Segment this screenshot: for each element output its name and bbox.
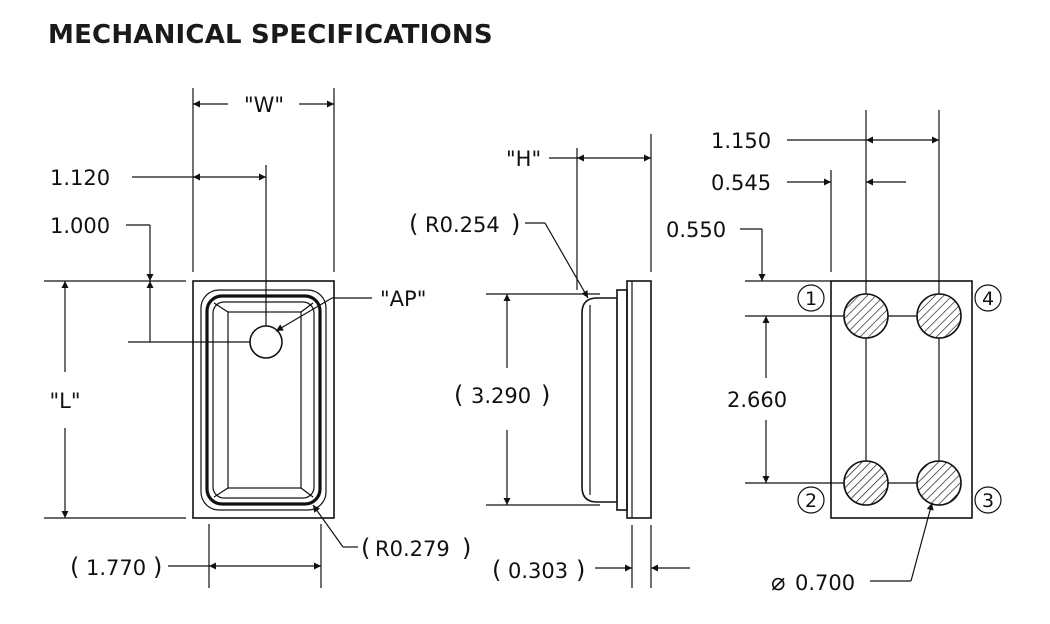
dim-1120: 1.120 xyxy=(50,166,110,190)
side-radius-label: R0.254 xyxy=(425,213,500,237)
front-outer-ring xyxy=(200,289,327,511)
aperture-label: "AP" xyxy=(380,287,426,311)
pin-label-2: 2 xyxy=(805,490,817,512)
front-view: "W" 1.120 1.000 "AP" "L" ( 1.770 ) ( xyxy=(44,88,471,588)
svg-text:(: ( xyxy=(492,556,501,584)
height-label: "H" xyxy=(506,147,541,171)
diameter-label: 0.700 xyxy=(795,571,855,595)
dim-0550: 0.550 xyxy=(666,218,726,242)
svg-text:): ) xyxy=(153,553,162,581)
length-label: "L" xyxy=(49,389,80,413)
svg-text:): ) xyxy=(541,381,550,409)
dim-0545: 0.545 xyxy=(711,171,771,195)
dim-1770: 1.770 xyxy=(86,556,146,580)
dim-3290: 3.290 xyxy=(471,384,531,408)
front-body-outline xyxy=(192,280,335,519)
width-label: "W" xyxy=(244,93,284,117)
side-dome xyxy=(581,297,617,503)
pad-body-outline xyxy=(830,280,973,519)
pad-1 xyxy=(843,293,889,339)
pad-4 xyxy=(916,293,962,339)
svg-text:): ) xyxy=(462,534,471,562)
svg-text:(: ( xyxy=(361,534,370,562)
dim-1000: 1.000 xyxy=(50,214,110,238)
diameter-symbol: ⌀ xyxy=(771,568,785,596)
dim-1150: 1.150 xyxy=(711,129,771,153)
side-flange xyxy=(626,280,652,519)
side-view: "H" ( R0.254 ) ( 3.290 ) ( 0.303 ) xyxy=(409,134,690,588)
pad-2 xyxy=(843,460,889,506)
svg-text:(: ( xyxy=(454,381,463,409)
svg-text:): ) xyxy=(511,210,520,238)
front-inner-ring xyxy=(212,301,315,499)
front-seal-ring xyxy=(205,294,322,506)
svg-text:(: ( xyxy=(70,553,79,581)
svg-text:): ) xyxy=(576,556,585,584)
pad-3 xyxy=(916,460,962,506)
pin-label-1: 1 xyxy=(805,288,817,310)
pin-label-4: 4 xyxy=(982,288,994,310)
svg-text:(: ( xyxy=(409,210,418,238)
dim-0303: 0.303 xyxy=(508,559,568,583)
dim-2660: 2.660 xyxy=(727,388,787,412)
pin-label-3: 3 xyxy=(982,490,994,512)
page-title: MECHANICAL SPECIFICATIONS xyxy=(48,20,493,50)
front-radius-label: R0.279 xyxy=(375,537,450,561)
front-recess xyxy=(227,311,302,489)
pad-view: 1 4 2 3 1.150 0.545 0.550 2.660 ⌀ 0.700 xyxy=(666,110,1002,596)
